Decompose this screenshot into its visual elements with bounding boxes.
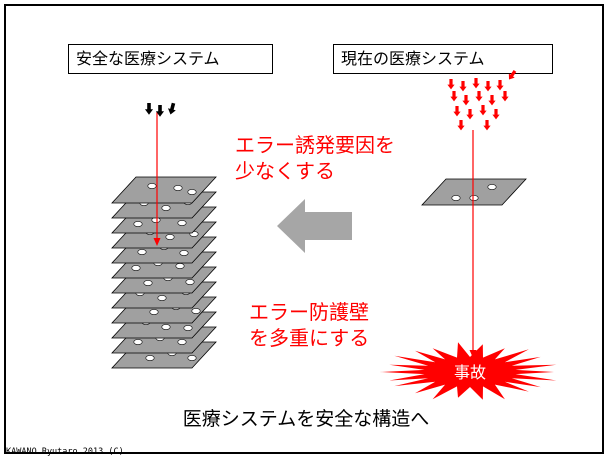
barrier-hole bbox=[175, 263, 185, 269]
barrier-hole bbox=[487, 184, 497, 190]
error-factor-arrow bbox=[459, 81, 467, 92]
barrier-hole bbox=[187, 355, 197, 361]
error-factor-arrow bbox=[484, 81, 492, 92]
barrier-hole bbox=[469, 195, 479, 201]
error-factor-arrow bbox=[483, 120, 491, 131]
error-factor-arrow bbox=[496, 80, 504, 91]
error-factor-arrow bbox=[488, 95, 496, 106]
current-system-label: 現在の医療システム bbox=[333, 44, 553, 74]
error-factor-arrow bbox=[462, 95, 470, 106]
barrier-hole bbox=[157, 295, 167, 301]
accident-label: 事故 bbox=[454, 363, 486, 382]
barrier-hole bbox=[177, 220, 187, 226]
error-factor-arrow bbox=[167, 102, 176, 115]
accident-burst bbox=[380, 342, 557, 400]
barrier-hole bbox=[161, 205, 171, 211]
barrier-hole bbox=[133, 221, 143, 227]
barrier-hole bbox=[185, 279, 195, 285]
safe-error-factor-arrows bbox=[144, 102, 176, 117]
error-factor-arrow bbox=[492, 109, 500, 120]
barrier-layer-plate bbox=[421, 178, 527, 206]
current-barrier-layer bbox=[421, 178, 527, 206]
multiply-barriers-note-line2: を多重にする bbox=[249, 326, 370, 350]
barrier-layer-plate bbox=[111, 176, 217, 204]
barrier-hole bbox=[187, 189, 197, 195]
barrier-layer bbox=[111, 176, 217, 204]
safe-error-path-head bbox=[153, 238, 161, 246]
error-factor-arrow bbox=[155, 105, 165, 117]
barrier-hole bbox=[145, 355, 155, 361]
error-factor-arrow bbox=[447, 79, 455, 90]
barrier-hole bbox=[179, 250, 189, 256]
barrier-hole bbox=[131, 265, 141, 271]
barrier-hole bbox=[165, 234, 175, 240]
reduce-error-factors-note-line2: 少なくする bbox=[235, 159, 335, 183]
error-factor-arrow bbox=[466, 109, 474, 120]
barrier-hole bbox=[143, 280, 153, 286]
current-error-factor-arrows bbox=[447, 70, 517, 131]
error-factor-arrow bbox=[453, 106, 461, 117]
safe-system-label: 安全な医療システム bbox=[68, 44, 273, 74]
barrier-hole bbox=[173, 185, 183, 191]
barrier-hole bbox=[451, 195, 461, 201]
error-factor-arrow bbox=[501, 91, 509, 102]
barrier-hole bbox=[191, 308, 201, 314]
safe-barrier-stack bbox=[111, 176, 217, 369]
improvement-arrow bbox=[277, 199, 352, 253]
barrier-hole bbox=[147, 183, 157, 189]
copyright-notice: KAWANO Ryutaro 2013 (C) bbox=[6, 447, 124, 457]
barrier-hole bbox=[137, 249, 147, 255]
barrier-hole bbox=[133, 339, 143, 345]
slide-caption: 医療システムを安全な構造へ bbox=[182, 408, 430, 430]
barrier-hole bbox=[149, 309, 159, 315]
error-factor-arrow bbox=[475, 91, 483, 102]
barrier-hole bbox=[177, 339, 187, 345]
reduce-error-factors-note-line1: エラー誘発要因を bbox=[235, 133, 395, 157]
error-factor-arrow bbox=[479, 105, 487, 116]
error-factor-arrow bbox=[472, 78, 480, 89]
error-factor-arrow bbox=[508, 70, 517, 80]
error-factor-arrow bbox=[144, 103, 154, 115]
barrier-hole bbox=[183, 325, 193, 331]
barrier-layer bbox=[421, 178, 527, 206]
error-factor-arrow bbox=[450, 91, 458, 102]
error-factor-arrow bbox=[457, 120, 465, 131]
barrier-hole bbox=[161, 324, 171, 330]
current-error-path-head bbox=[469, 350, 477, 358]
multiply-barriers-note-line1: エラー防護壁 bbox=[249, 300, 369, 324]
